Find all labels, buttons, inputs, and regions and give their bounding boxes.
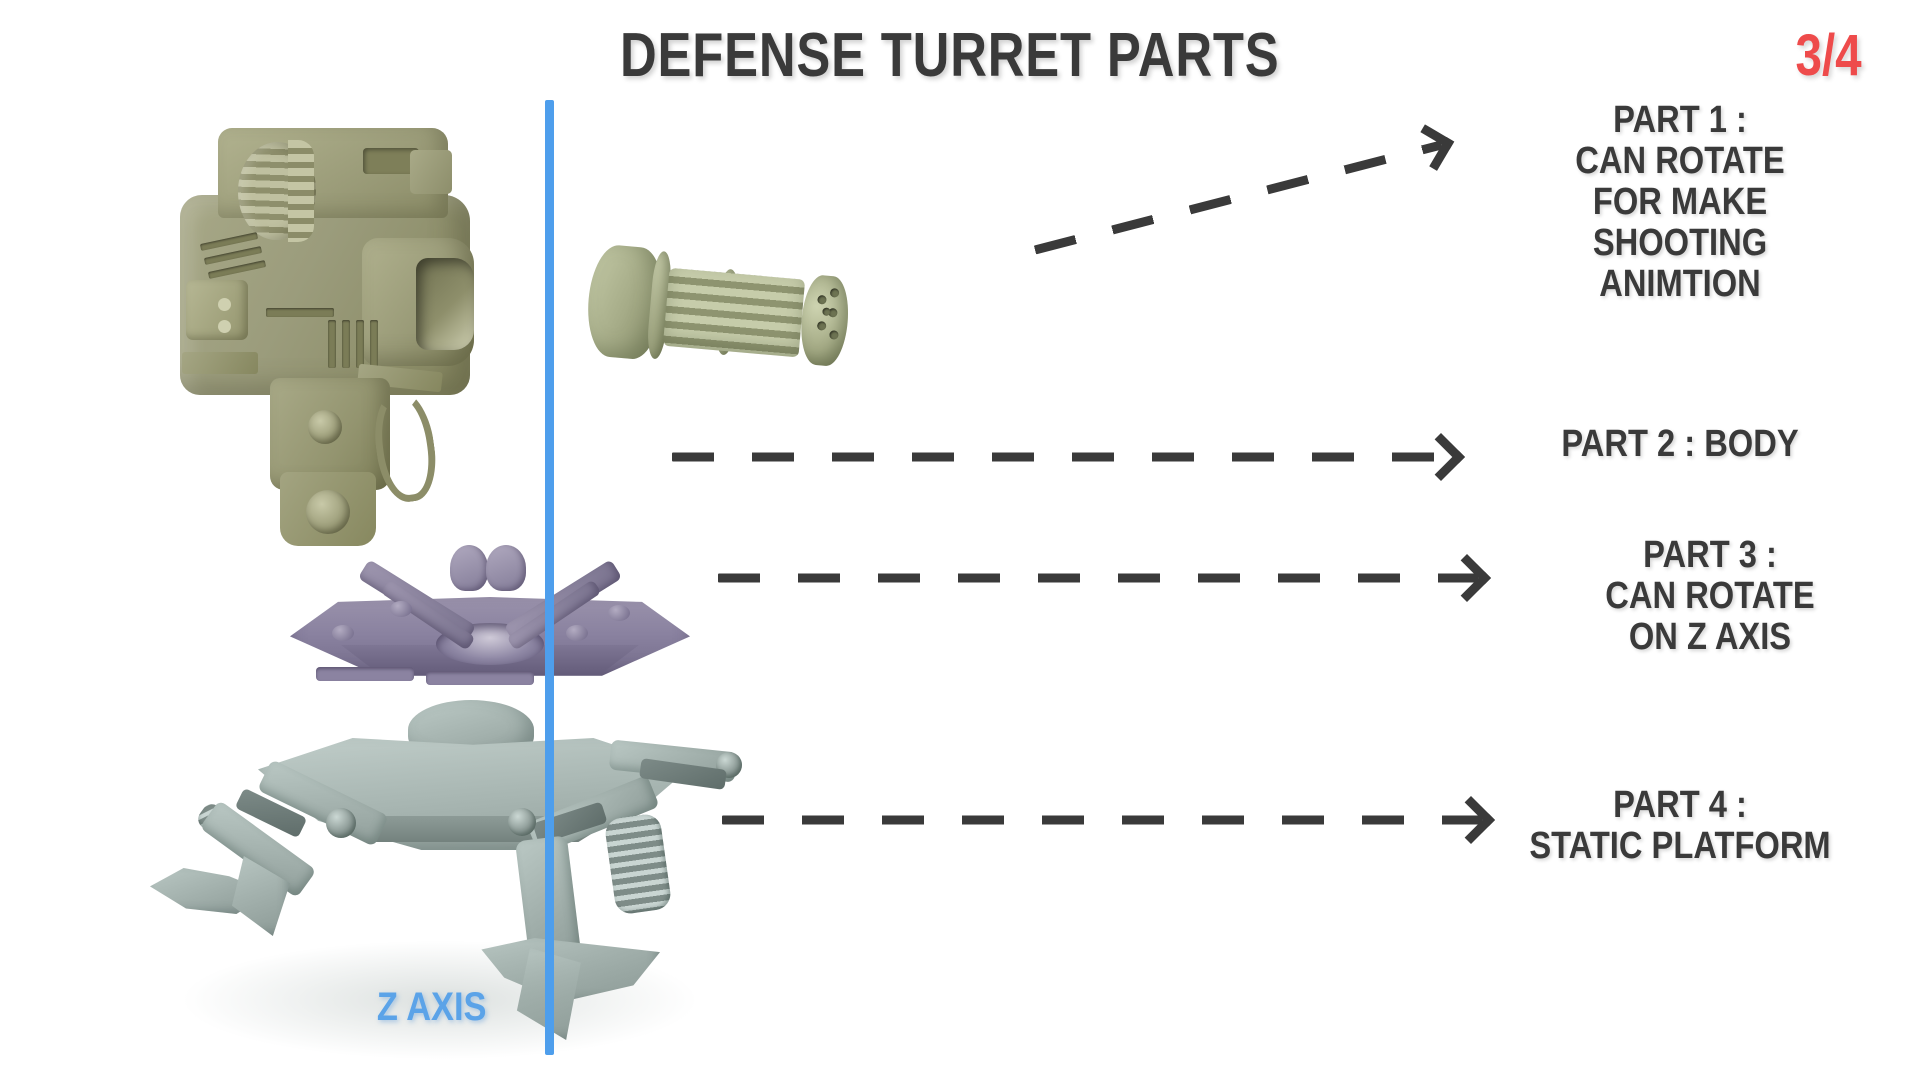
platform-spring [603,812,673,916]
body-top-notch [363,148,419,174]
body-fin [370,320,378,368]
dashed-line [1033,140,1443,255]
body-bracket [182,352,258,374]
callout-line: CAN ROTATE [1605,575,1815,618]
platform-leg-pivot [508,808,536,836]
callout-line: PART 4 : [1613,784,1747,826]
arrow-head-icon [1442,553,1492,603]
callout-line: ANIMTION [1599,263,1761,306]
body-vent-slot [266,308,334,317]
body-bolt [218,320,231,333]
base-bolt [608,605,630,621]
callout-line: FOR MAKE [1592,181,1768,224]
body-fin [342,320,350,368]
body-fin [356,320,364,368]
callout-label-part-4: PART 4 :STATIC PLATFORM [1474,784,1887,868]
callout-arrow-part-4 [722,795,1496,845]
base-bolt [390,601,412,617]
base-slot [316,667,414,681]
body-side-block [410,150,452,194]
dashed-line [718,573,1478,583]
turret-model [120,90,940,1060]
callout-arrow-part-1 [1020,87,1457,308]
neck-pivot [306,490,350,534]
rotating-base [290,545,690,705]
ammo-gear-teeth [288,140,314,242]
callout-label-part-2: PART 2 : BODY [1474,423,1887,465]
callout-line: ON Z AXIS [1628,616,1792,659]
platform-leg-pivot [326,808,356,838]
base-slot [426,671,534,685]
body-fin [328,320,336,368]
page-counter: 3/4 [1795,23,1862,88]
callout-line: SHOOTING [1592,222,1768,265]
callout-line: CAN ROTATE [1575,140,1785,183]
arrow-head-icon [1407,124,1455,171]
z-axis-line [545,100,554,1055]
base-hinge [486,545,526,591]
callout-line: PART 1 : [1613,99,1747,141]
static-platform [140,690,780,1080]
base-bolt [332,625,354,641]
dashed-line [722,815,1482,825]
body-bolt [218,298,231,311]
page-title: DEFENSE TURRET PARTS [620,21,1280,90]
barrel-muzzle-plate [797,273,852,368]
callout-line: STATIC PLATFORM [1529,825,1831,868]
dashed-line [672,452,1452,462]
barrel-mount-socket [416,258,474,350]
base-hinge [450,545,488,591]
arrow-head-icon [1416,432,1466,482]
base-bolt [566,625,588,641]
gatling-barrel [583,235,893,391]
callout-line: PART 2 : BODY [1561,423,1799,465]
barrel-tubes [662,267,806,358]
callout-arrow-part-2 [672,432,1466,482]
callout-line: PART 3 : [1643,534,1777,576]
z-axis-label: Z AXIS [376,985,487,1029]
body-side-panel [186,280,248,340]
neck-knob [308,410,342,444]
callout-arrow-part-3 [718,553,1492,603]
ground-shadow [180,940,700,1060]
